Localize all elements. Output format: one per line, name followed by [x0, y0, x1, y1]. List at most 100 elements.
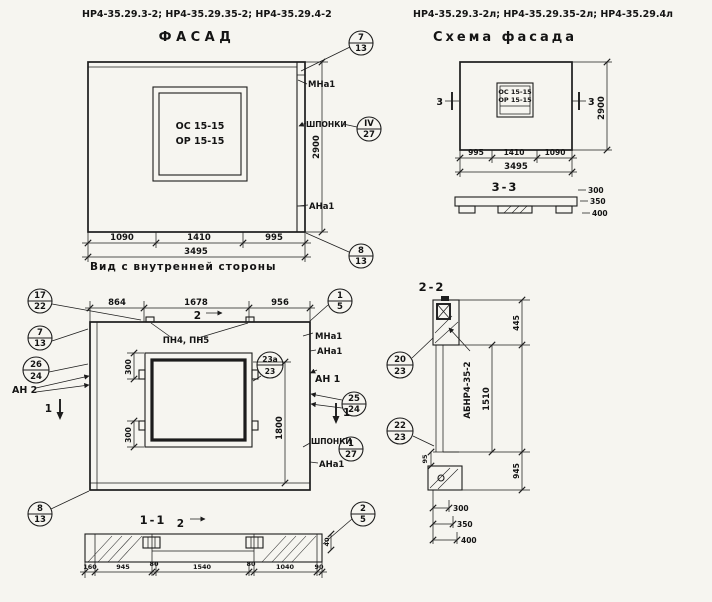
facade-header: НР4-35.29.3-2; НР4-35.29.35-2; НР4-35.29…: [82, 9, 332, 20]
scheme-panel: ОС 15-15 ОР 15-15: [459, 61, 573, 151]
shponki-group: ШПОНКИ 1 27: [302, 436, 364, 462]
cut-number: 2: [177, 518, 184, 530]
dim-label: 1540: [193, 563, 212, 571]
callout-number: 26: [30, 360, 42, 370]
dim-label: 445: [512, 315, 521, 331]
dim-label: 3495: [184, 247, 208, 257]
scheme-cut-mark-right: 3: [572, 92, 595, 110]
inner-right-labels: МНа1 АНа1 АН 1: [302, 332, 342, 385]
callout-26-24: 26 24: [22, 356, 89, 384]
callout-number: 13: [355, 257, 367, 267]
anchor-label: МНа1: [315, 332, 342, 342]
callout-number: 7: [358, 33, 364, 43]
facade-callout-8-13: 8 13: [305, 232, 374, 269]
facade-drawing: НР4-35.29.3-2; НР4-35.29.35-2; НР4-35.29…: [82, 9, 382, 273]
dim-1800: 1800: [253, 358, 291, 487]
dim-label: 400: [592, 209, 608, 218]
window-mark: ОС 15-15: [498, 88, 532, 96]
callout-number: 23: [265, 367, 275, 376]
facade-right-labels: МНа1 ШПОНКИ IV 27 АНа1: [297, 79, 382, 212]
cut-number: 3: [436, 97, 443, 108]
anchor-label: АНа1: [319, 460, 344, 470]
callout-number: 8: [37, 504, 43, 514]
panel-mark-label: АБНР4-35-2: [448, 327, 473, 419]
anchor-label: АНа1: [317, 347, 342, 357]
dim-label: 945: [512, 463, 521, 479]
cut-2-mark-top: 2: [194, 310, 223, 322]
anchor-label: АНа1: [309, 202, 334, 212]
dim-label: 160: [83, 563, 97, 571]
callout-number: IV: [364, 119, 374, 129]
callout-number: 5: [337, 302, 343, 312]
facade-window: ОС 15-15 ОР 15-15: [152, 86, 248, 182]
dim-label: 1040: [276, 563, 295, 571]
dim-label: 1410: [187, 233, 211, 243]
shponki-label: ШПОНКИ: [311, 437, 352, 446]
section-3-3-title: 3-3: [492, 180, 519, 194]
inner-window: [138, 352, 259, 448]
callout-2-5: 2 5: [322, 501, 376, 545]
inner-panel-outline: [89, 316, 311, 491]
callout-number: 8: [358, 246, 364, 256]
scheme-title: Схема фасада: [433, 30, 577, 45]
dim-300-upper: 300: [124, 349, 144, 383]
dim-label: 1678: [184, 298, 208, 308]
callout-number: 1: [337, 291, 343, 301]
dim-label: 350: [457, 520, 473, 529]
section-1-1-dimensions: 160 945 80 1540 80 1040 90: [80, 560, 327, 578]
scheme-drawing: НР4-35.29.3-2л; НР4-35.29.35-2л; НР4-35.…: [413, 9, 673, 218]
callout-number: 13: [355, 44, 367, 54]
section-2-2-thickness-dims: 300 350 400: [429, 490, 477, 545]
dim-label: 1090: [110, 233, 134, 243]
callout-number: 13: [34, 515, 46, 525]
anchor-label: ПН4, ПН5: [163, 336, 210, 346]
dim-label: 945: [116, 563, 130, 571]
section-2-2-title: 2-2: [419, 280, 446, 294]
callout-23a-23: 23а 23: [252, 351, 284, 382]
dim-95: 95: [421, 448, 435, 470]
facade-height-dimension: 2900: [305, 58, 328, 236]
window-mark: ОР 15-15: [498, 96, 532, 104]
dim-label: 3495: [504, 162, 528, 172]
section-2-2-drawing: 2-2 20 23: [386, 280, 530, 545]
callout-1-5: 1 5: [309, 288, 353, 322]
callout-number: 25: [348, 394, 360, 404]
dim-label: 1510: [482, 387, 492, 411]
callout-number: 27: [363, 130, 375, 140]
callout-number: 27: [345, 450, 357, 460]
cut-1-mark-left: 1: [45, 399, 64, 420]
section-2-2-profile: [427, 296, 463, 491]
callout-25-24: 25 24: [310, 391, 367, 417]
dim-label: 300: [453, 504, 469, 513]
dim-label: 40: [323, 537, 331, 547]
facade-subtitle: Вид с внутренней стороны: [90, 261, 277, 273]
facade-callout-7-13: 7 13: [300, 30, 374, 72]
dim-label: 2900: [312, 135, 322, 159]
callout-number: 1: [348, 439, 354, 449]
callout-number: 17: [34, 291, 46, 301]
dim-label: 80: [149, 560, 159, 568]
panel-mark: АБНР4-35-2: [463, 361, 473, 418]
callout-number: 20: [394, 355, 406, 365]
dim-label: 300: [124, 427, 133, 443]
dim-label: 80: [246, 560, 256, 568]
callout-20-23: 20 23: [386, 337, 434, 379]
section-2-2-right-dimensions: 1510 445 945: [443, 296, 530, 494]
dim-label: 300: [124, 359, 133, 375]
scheme-cut-mark-left: 3: [436, 92, 459, 110]
dim-40: 40: [323, 530, 335, 554]
dim-label: 1410: [504, 148, 525, 157]
scheme-bottom-dimensions: 995 1410 1090 3495: [455, 148, 577, 177]
scheme-height-dimension: 2900: [572, 58, 612, 154]
dim-label: 995: [265, 233, 283, 243]
facade-title: ФАСАД: [159, 30, 236, 45]
dim-label: 350: [590, 197, 606, 206]
dim-label: 864: [108, 298, 126, 308]
scheme-header: НР4-35.29.3-2л; НР4-35.29.35-2л; НР4-35.…: [413, 9, 673, 20]
inner-view-drawing: 864 1678 956 17 22 7 13 1 5 2: [12, 288, 376, 578]
callout-8-13-bottom: 8 13: [27, 490, 90, 527]
dim-label: 400: [461, 536, 477, 545]
